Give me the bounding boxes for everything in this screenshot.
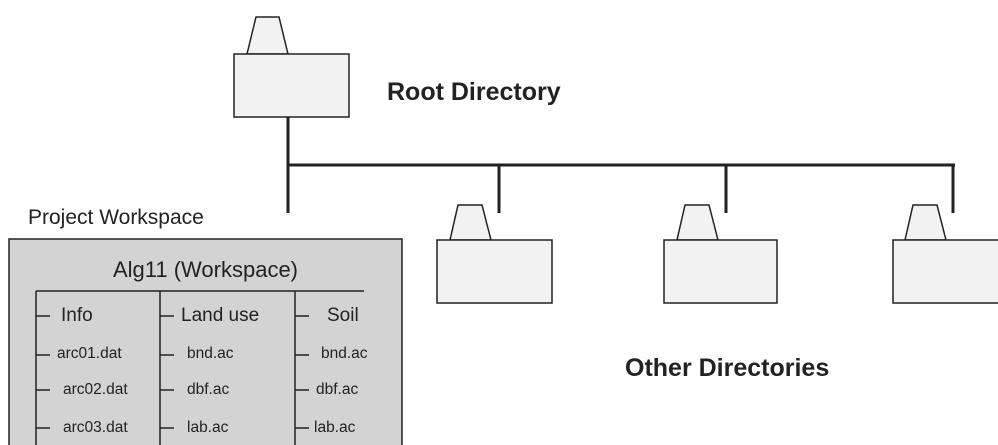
file-item: bnd.ac	[187, 345, 234, 362]
root-folder-icon	[233, 16, 350, 118]
other-folder-icon-1	[436, 204, 553, 304]
file-item: lab.ac	[314, 419, 356, 436]
other-directories-label: Other Directories	[625, 354, 830, 382]
directory-tree-lines	[286, 117, 955, 213]
other-folder-icon-3	[892, 204, 998, 304]
file-item: arc03.dat	[63, 419, 128, 436]
column-header-soil: Soil	[327, 305, 359, 326]
workspace-box	[8, 238, 403, 445]
root-directory-label: Root Directory	[387, 78, 561, 106]
file-item: arc01.dat	[57, 345, 122, 362]
project-workspace-label: Project Workspace	[28, 206, 204, 229]
file-item: dbf.ac	[316, 381, 359, 398]
column-header-info: Info	[61, 305, 93, 326]
other-folder-icon-2	[663, 204, 778, 304]
column-header-land-use: Land use	[181, 305, 260, 326]
file-item: arc02.dat	[63, 381, 128, 398]
file-item: lab.ac	[187, 419, 229, 436]
file-item: bnd.ac	[321, 345, 368, 362]
workspace-title: Alg11 (Workspace)	[112, 257, 299, 282]
file-item: dbf.ac	[187, 381, 230, 398]
